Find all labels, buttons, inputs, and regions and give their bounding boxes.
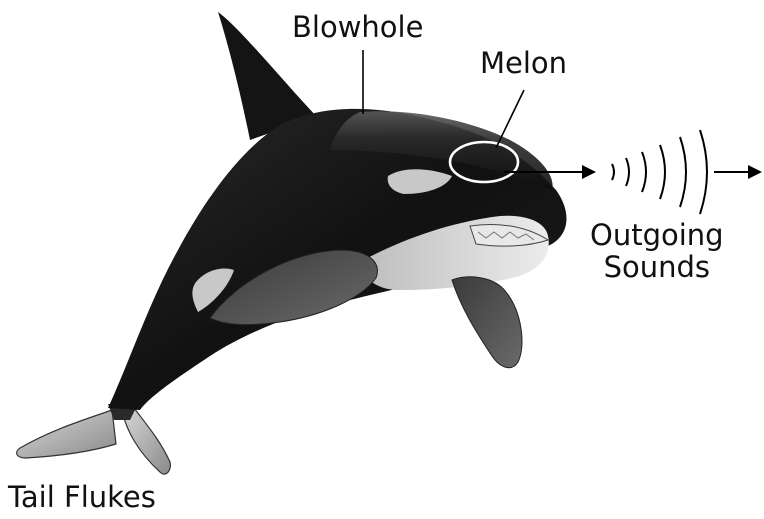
- pectoral-fin-right: [452, 277, 522, 368]
- outgoing-sounds-line2: Sounds: [590, 252, 724, 284]
- blowhole-label: Blowhole: [292, 12, 423, 44]
- tail-flukes: [17, 404, 171, 474]
- sound-waves: [612, 130, 707, 214]
- sound-arrow-far: [714, 165, 762, 179]
- tail-flukes-label: Tail Flukes: [8, 482, 156, 514]
- melon-label: Melon: [480, 48, 567, 80]
- outgoing-sounds-line1: Outgoing: [590, 220, 724, 252]
- melon-leader-line: [496, 90, 524, 148]
- outgoing-sounds-label: Outgoing Sounds: [590, 220, 724, 284]
